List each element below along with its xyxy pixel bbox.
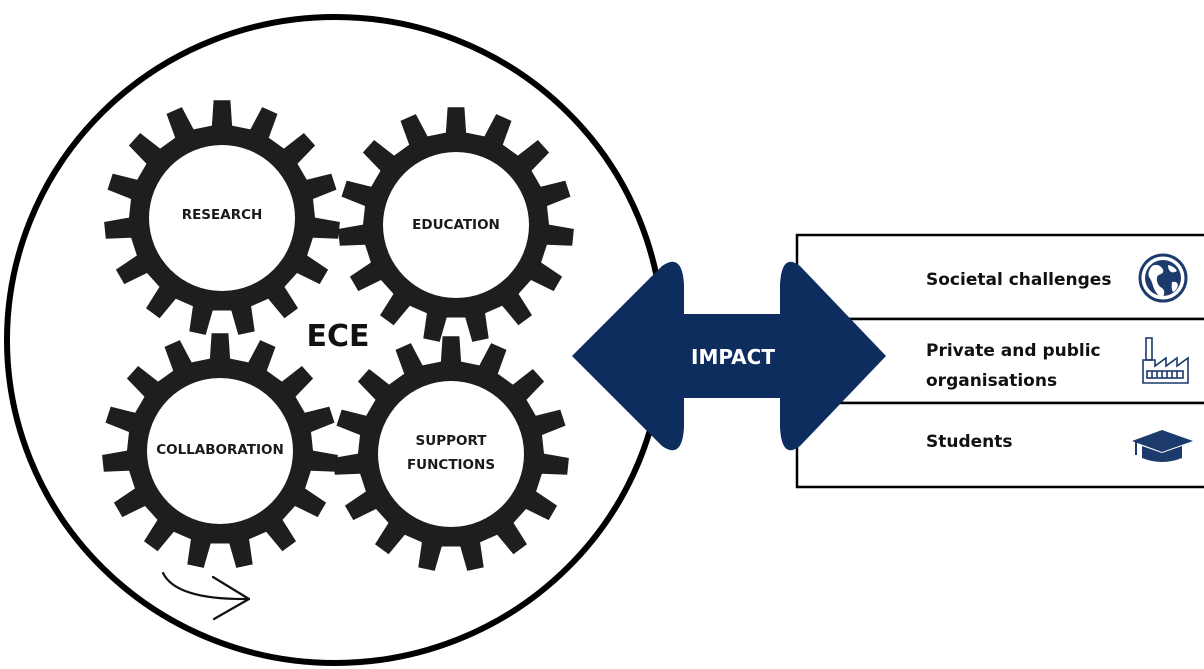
gear-label-functions: FUNCTIONS: [407, 457, 495, 473]
impact-text-students: Students: [926, 432, 1013, 452]
gear-label-collaboration: COLLABORATION: [156, 442, 284, 458]
factory-icon: [1142, 337, 1189, 384]
impact-text-societal: Societal challenges: [926, 270, 1111, 290]
gear-support-functions: SUPPORT FUNCTIONS: [333, 336, 569, 571]
impact-label: IMPACT: [691, 345, 775, 369]
gear-label-research: RESEARCH: [182, 207, 263, 223]
gear-label-education: EDUCATION: [412, 217, 500, 233]
impact-text-organisations: organisations: [926, 371, 1057, 391]
gear-collaboration: COLLABORATION: [102, 333, 338, 568]
ece-label: ECE: [306, 319, 369, 354]
impact-arrow: IMPACT: [572, 261, 886, 451]
gear-label-support: SUPPORT: [416, 433, 488, 449]
impact-text-private-public: Private and public: [926, 341, 1101, 361]
globe-icon: [1138, 253, 1188, 303]
impact-row-societal: [795, 233, 1204, 321]
gear-research: RESEARCH: [104, 100, 340, 335]
rotation-arrow-icon: [161, 571, 251, 621]
gear-education: EDUCATION: [338, 107, 574, 342]
graduation-cap-icon: [1132, 430, 1193, 462]
